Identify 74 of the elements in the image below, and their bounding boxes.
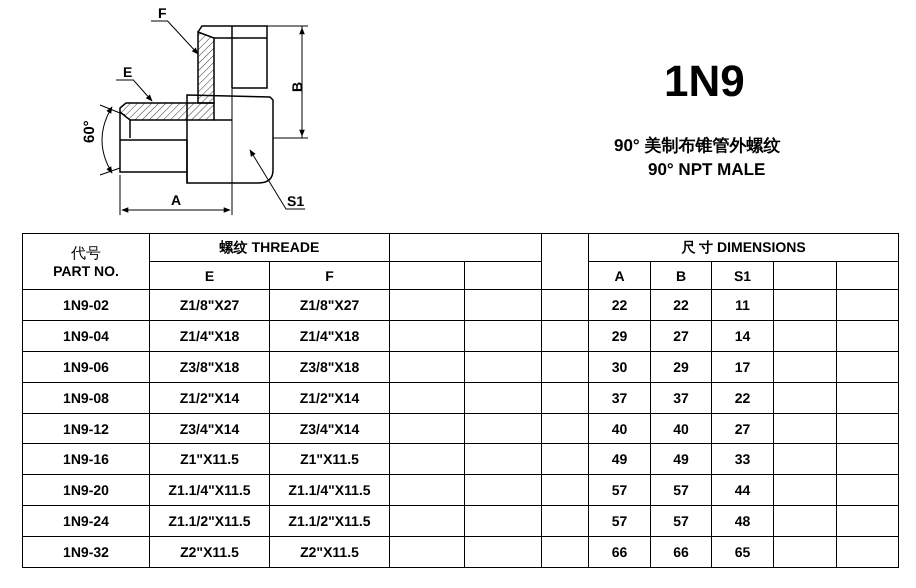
dimension-value: 22 <box>734 390 750 406</box>
thread-size: Z1/8"X27 <box>180 296 240 313</box>
part-number: 1N9-16 <box>63 451 109 468</box>
dimension-value: 27 <box>734 420 750 436</box>
part-number: 1N9-20 <box>63 482 109 498</box>
dimension-value: 65 <box>734 544 750 560</box>
dimension-value: 44 <box>734 482 750 498</box>
dimension-value: 30 <box>612 358 628 375</box>
dimension-value: 49 <box>673 451 689 468</box>
column-header: 螺纹 THREADE <box>220 238 320 256</box>
dimension-value: 22 <box>612 296 628 313</box>
dimension-value: 66 <box>612 544 628 560</box>
column-header: B <box>676 268 686 284</box>
thread-size: Z3/4"X14 <box>300 420 360 436</box>
dimension-value: 37 <box>673 390 689 406</box>
thread-size: Z1/4"X18 <box>180 328 240 344</box>
column-header: S1 <box>734 268 752 284</box>
dimension-value: 27 <box>673 328 689 344</box>
thread-size: Z1/4"X18 <box>300 328 360 344</box>
column-header: 代号 <box>71 244 101 263</box>
dimension-value: 22 <box>673 296 689 313</box>
title: 1N9 <box>664 60 745 104</box>
callout-letter: F <box>157 5 168 21</box>
dimension-value: 29 <box>673 358 689 375</box>
part-number: 1N9-06 <box>63 358 109 375</box>
dimension-value: 57 <box>673 482 689 498</box>
dimension-value: 66 <box>673 544 689 560</box>
dimension-value: 29 <box>612 328 628 344</box>
thread-size: Z1/8"X27 <box>300 296 360 313</box>
part-number: 1N9-08 <box>63 390 109 406</box>
part-number: 1N9-32 <box>63 544 109 560</box>
column-header: 尺 寸 DIMENSIONS <box>681 238 806 256</box>
leader-line <box>150 20 198 55</box>
thread-size: Z1"X11.5 <box>300 451 359 468</box>
subtitle: 90° 美制布锥管外螺纹 <box>614 137 780 154</box>
part-number: 1N9-24 <box>63 513 109 530</box>
column-header: PART NO. <box>53 263 119 279</box>
thread-size: Z3/8"X18 <box>180 358 240 375</box>
dimension-value: 48 <box>734 513 750 530</box>
dimension-value: 40 <box>673 420 689 436</box>
thread-size: Z1/2"X14 <box>180 390 240 406</box>
thread-size: Z3/8"X18 <box>300 358 360 375</box>
callout-letter: E <box>122 64 134 80</box>
thread-size: Z1.1/2"X11.5 <box>168 513 251 530</box>
column-header: E <box>204 268 214 284</box>
dimension-label: A <box>171 193 182 207</box>
dimension-value: 57 <box>612 482 628 498</box>
dimension-value: 33 <box>734 451 750 468</box>
callout-letter: S1 <box>286 193 306 209</box>
thread-size: Z3/4"X14 <box>180 420 240 436</box>
thread-size: Z1.1/2"X11.5 <box>288 513 371 530</box>
leader-line <box>250 149 306 210</box>
thread-size: Z1/2"X14 <box>300 390 360 406</box>
dimension-value: 57 <box>612 513 628 530</box>
column-header: F <box>325 268 334 284</box>
dimension-value: 40 <box>612 420 628 436</box>
dimension-value: 57 <box>673 513 689 530</box>
leader-line <box>116 80 152 102</box>
dimension-label: 60° <box>82 120 97 143</box>
thread-size: Z2"X11.5 <box>300 544 359 560</box>
thread-size: Z1.1/4"X11.5 <box>168 482 251 498</box>
thread-size: Z1.1/4"X11.5 <box>288 482 371 498</box>
thread-size: Z1"X11.5 <box>180 451 239 468</box>
dimension-value: 49 <box>612 451 628 468</box>
part-number: 1N9-12 <box>63 420 109 436</box>
dimension-value: 14 <box>734 328 750 344</box>
thread-size: Z2"X11.5 <box>180 544 239 560</box>
dimension-value: 37 <box>612 390 628 406</box>
dimension-value: 11 <box>735 296 750 313</box>
dimension-value: 17 <box>734 358 750 375</box>
column-header: A <box>614 268 625 284</box>
part-number: 1N9-02 <box>63 296 109 313</box>
subtitle: 90° NPT MALE <box>648 161 766 178</box>
part-number: 1N9-04 <box>63 328 109 344</box>
